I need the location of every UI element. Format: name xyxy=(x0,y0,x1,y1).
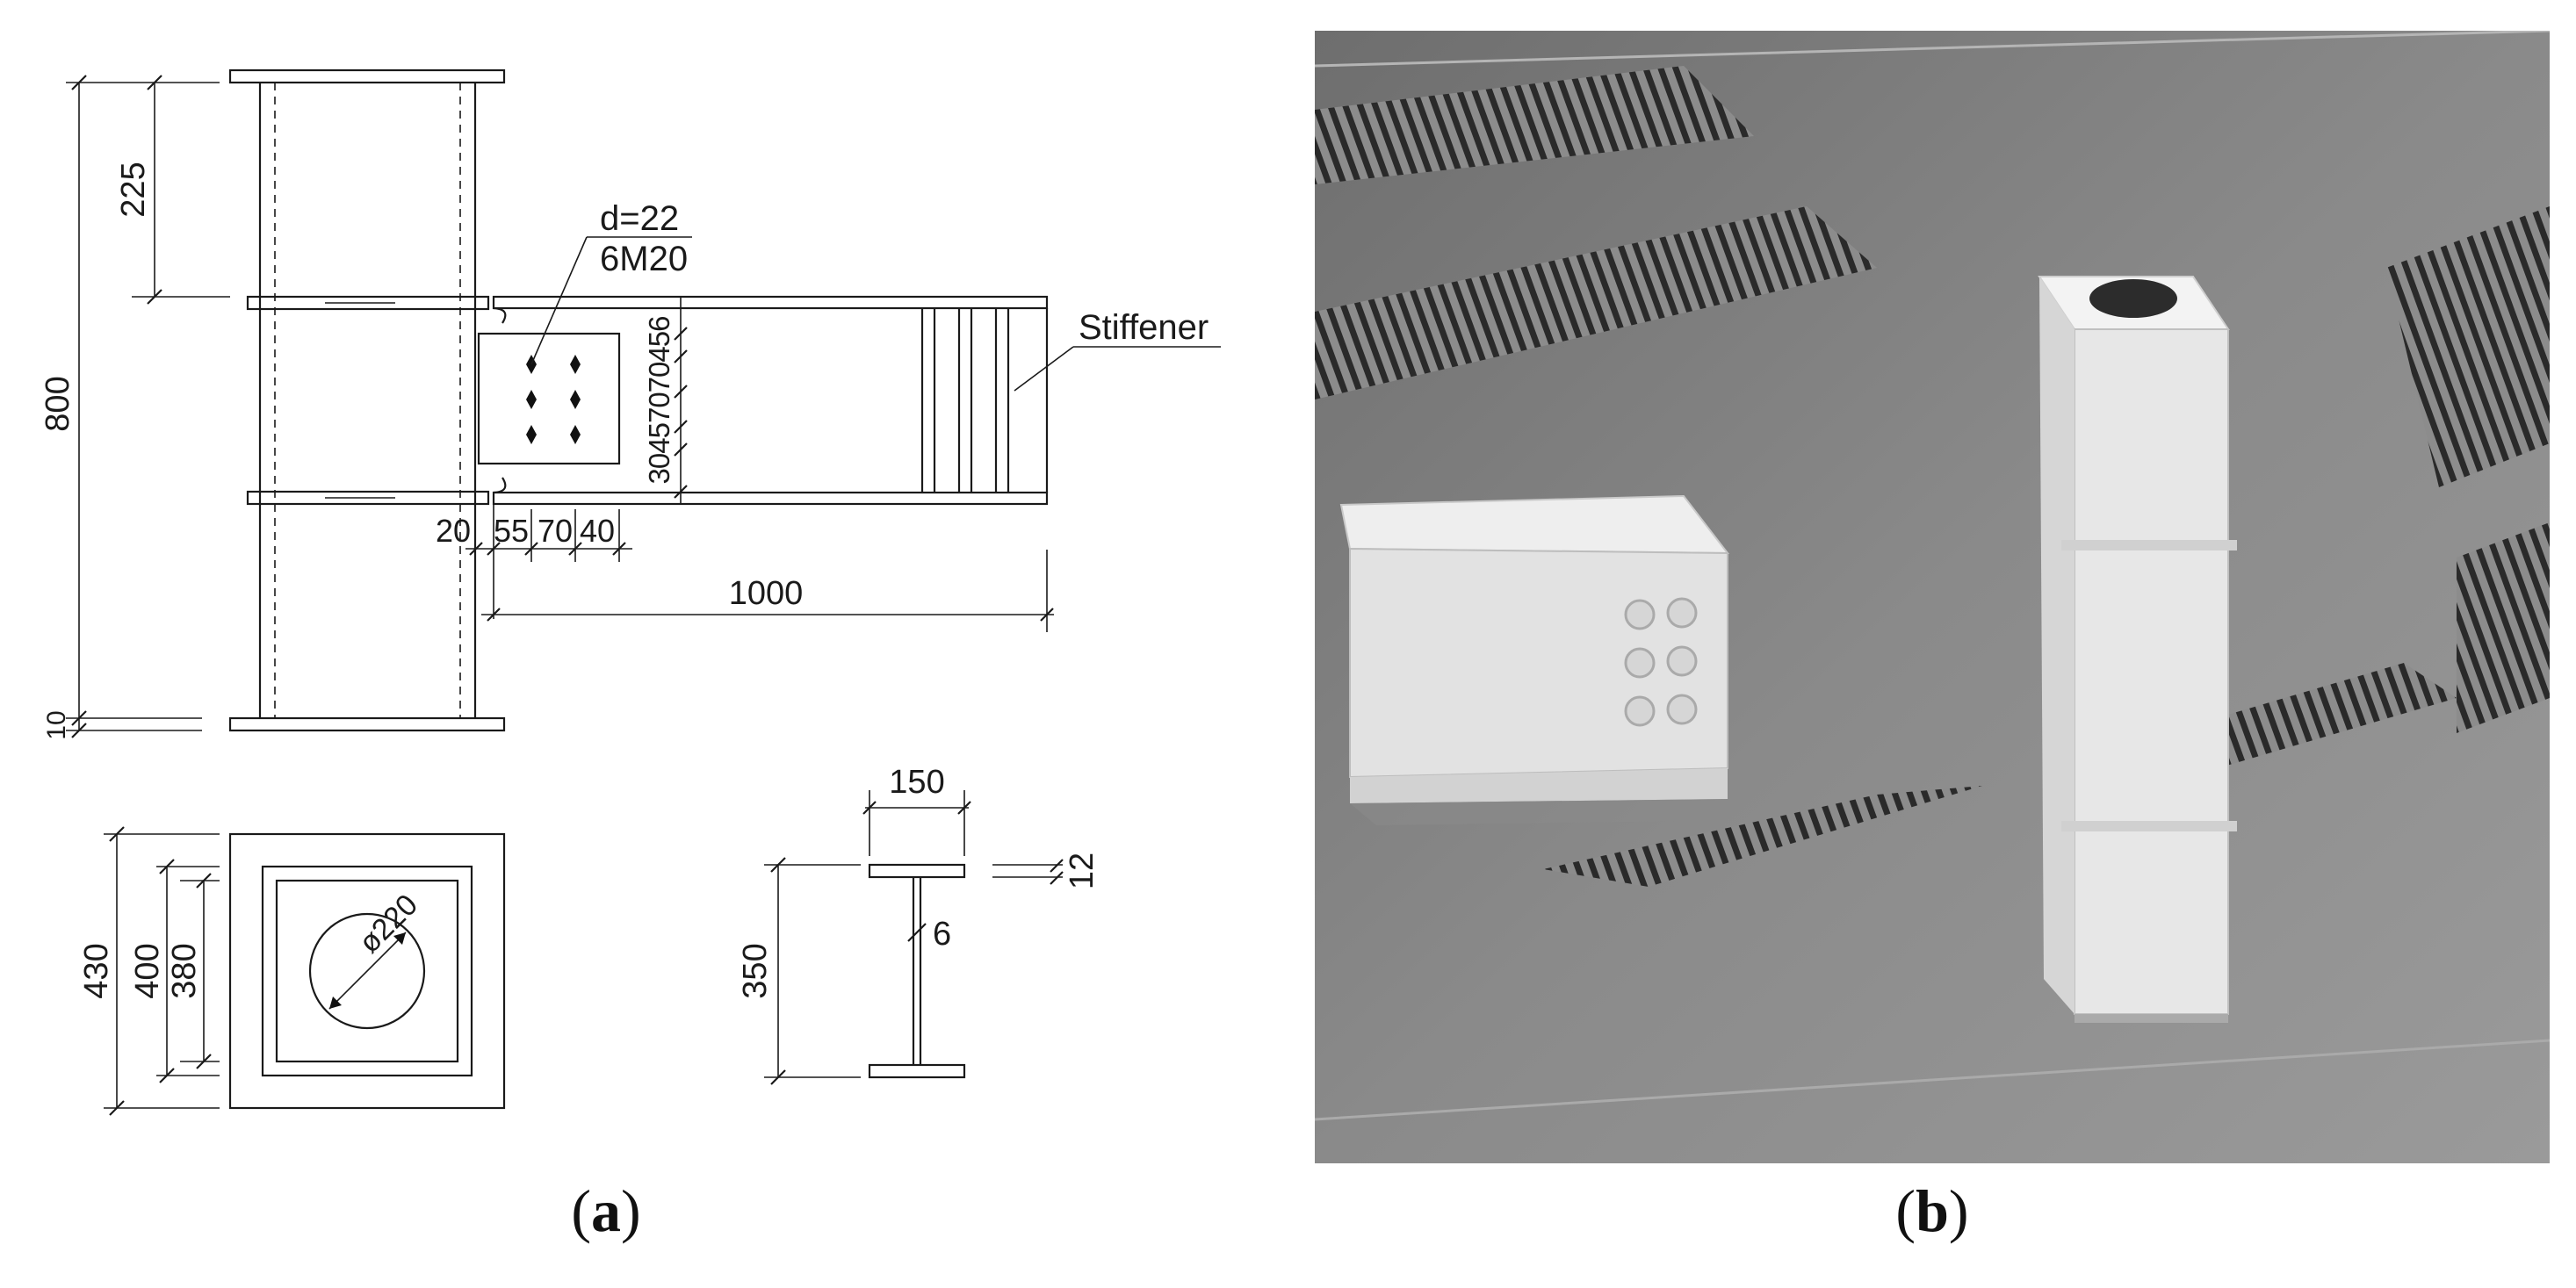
dim-top-segment: 225 xyxy=(115,75,230,305)
dim-beam-length: 1000 xyxy=(481,550,1054,632)
svg-text:12: 12 xyxy=(1064,853,1100,889)
caption-a: (a) xyxy=(571,1177,641,1244)
column-cross-section: ø220 430 400 380 xyxy=(78,826,506,1116)
bolt-group xyxy=(526,355,581,444)
caption-b: (b) xyxy=(1895,1177,1969,1244)
stiffener-label: Stiffener xyxy=(1079,308,1209,347)
svg-text:10: 10 xyxy=(42,710,71,739)
dim-bolt-vertical: 30457070456 xyxy=(643,297,688,504)
dim-plate-thickness: 10 xyxy=(42,710,202,740)
photo-column xyxy=(2038,276,2237,1023)
beam-cross-section: 150 350 6 12 xyxy=(737,764,1100,1085)
svg-text:40: 40 xyxy=(580,513,615,549)
svg-text:430: 430 xyxy=(78,943,115,998)
svg-text:350: 350 xyxy=(737,943,774,998)
svg-text:6: 6 xyxy=(933,916,951,953)
svg-text:150: 150 xyxy=(889,764,944,801)
svg-text:380: 380 xyxy=(166,943,203,998)
svg-text:225: 225 xyxy=(115,162,152,217)
svg-text:30457070456: 30457070456 xyxy=(643,317,675,485)
floor-grates xyxy=(1315,66,2550,887)
elevation-view: d=22 6M20 Stiffener 800 225 10 xyxy=(40,68,1221,740)
bolt-count-label: 6M20 xyxy=(600,240,688,278)
specimen-photo xyxy=(1315,31,2550,1163)
dim-total-height: 800 xyxy=(40,75,220,738)
stiffener-plates xyxy=(920,308,1010,493)
photo-beam xyxy=(1339,494,1730,825)
bolt-hole-label: d=22 xyxy=(600,199,679,238)
svg-text:800: 800 xyxy=(40,376,76,431)
svg-text:55: 55 xyxy=(494,513,529,549)
photo-bolts xyxy=(1624,597,1698,727)
svg-text:1000: 1000 xyxy=(729,575,804,612)
svg-text:20: 20 xyxy=(436,513,471,549)
beam-elevation xyxy=(477,295,1049,506)
svg-text:400: 400 xyxy=(129,943,166,998)
dim-bolt-horizontal: 20 55 70 40 xyxy=(436,504,632,619)
svg-text:70: 70 xyxy=(538,513,573,549)
